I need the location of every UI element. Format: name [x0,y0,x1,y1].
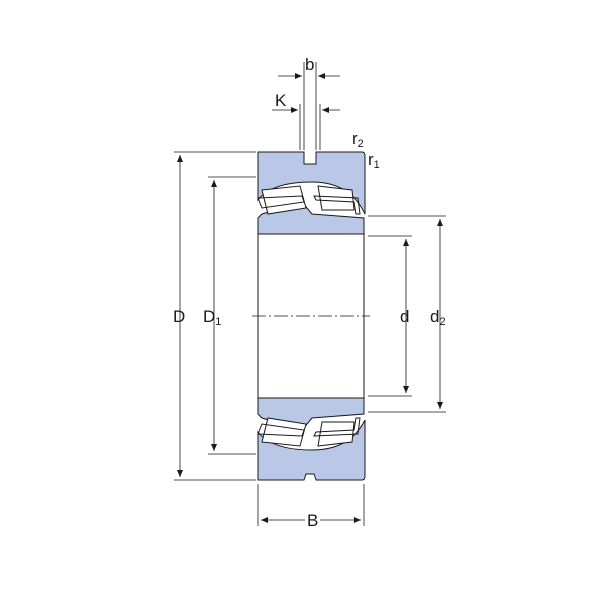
bearing-body [257,151,366,481]
label-B: B [305,511,321,530]
roller-top-right [317,185,355,211]
label-D1: D1 [203,307,222,328]
outer-ring-bottom [257,419,366,481]
label-d2: d2 [430,307,446,328]
cage-bottom-right [313,417,361,437]
cage-top [257,195,305,209]
cage-bottom [257,423,305,437]
extension-lines [174,62,446,526]
label-K: K [275,91,287,110]
label-r2: r2 [352,129,364,150]
roller-bottom-left [261,417,307,447]
outer-ring-top [257,151,366,215]
label-d: d [400,307,410,326]
label-b: b [305,55,315,74]
roller-top-left [261,185,307,215]
label-D: D [173,307,186,326]
cage-top-right [313,195,361,215]
label-r1: r1 [368,150,380,171]
roller-bottom-right [317,421,355,447]
